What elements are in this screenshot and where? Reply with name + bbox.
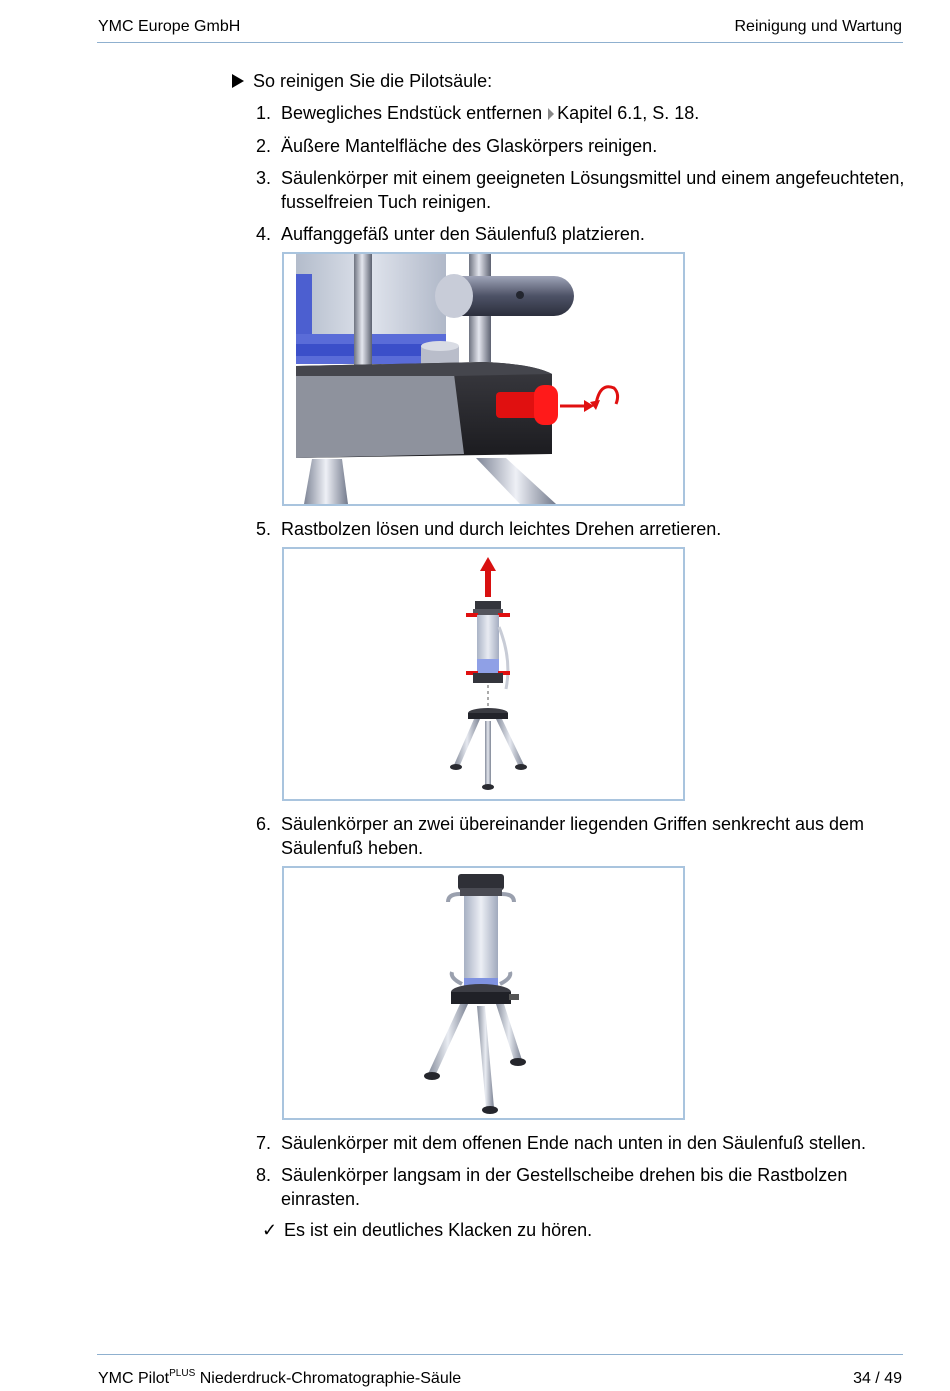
- header-divider: [97, 42, 903, 43]
- product-superscript: PLUS: [169, 1368, 196, 1379]
- figure-locking-bolt-closeup: [282, 252, 685, 506]
- step-number: 7.: [256, 1133, 272, 1153]
- procedure-intro-text: So reinigen Sie die Pilotsäule:: [253, 71, 493, 91]
- checkmark-icon: ✓: [262, 1220, 278, 1240]
- page-number: 34 / 49: [853, 1370, 902, 1387]
- step-text: Säulenkörper langsam in der Gestellschei…: [281, 1165, 848, 1209]
- header-company: YMC Europe GmbH: [98, 18, 241, 35]
- step-number: 1.: [256, 103, 272, 123]
- figure-column-in-stand: [282, 866, 685, 1120]
- triangle-bullet-icon: [232, 74, 244, 88]
- header-section-title: Reinigung und Wartung: [734, 18, 902, 35]
- footer-product-title: YMC PilotPLUS Niederdruck-Chromatographi…: [98, 1368, 462, 1387]
- step-text: Äußere Mantelfläche des Glaskörpers rein…: [281, 136, 658, 156]
- step-number: 2.: [256, 136, 272, 156]
- figure-column-lifted: [282, 547, 685, 801]
- step-number: 8.: [256, 1165, 272, 1185]
- result-line: ✓ Es ist ein deutliches Klacken zu hören.: [262, 1220, 592, 1241]
- step-text: Säulenkörper mit einem geeigneten Lösung…: [281, 168, 905, 212]
- result-text: Es ist ein deutliches Klacken zu hören.: [284, 1220, 593, 1240]
- step-number: 3.: [256, 168, 272, 188]
- column-lift-illustration: [450, 557, 527, 790]
- step-number: 6.: [256, 814, 272, 834]
- column-stand-illustration: [424, 874, 526, 1114]
- step-text: Rastbolzen lösen und durch leichtes Dreh…: [281, 519, 722, 539]
- locking-bolt-illustration: [296, 254, 620, 504]
- step-text: Auffanggefäß unter den Säulenfuß platzie…: [281, 224, 645, 244]
- cross-reference-link[interactable]: Kapitel 6.1, S. 18.: [557, 103, 700, 123]
- step-text: Säulenkörper an zwei übereinander liegen…: [281, 814, 865, 858]
- cross-reference-arrow-icon: [548, 108, 555, 120]
- procedure-intro: So reinigen Sie die Pilotsäule:: [232, 71, 492, 92]
- step-text: Säulenkörper mit dem offenen Ende nach u…: [281, 1133, 867, 1153]
- footer-divider: [97, 1354, 903, 1355]
- step-number: 4.: [256, 224, 272, 244]
- step-number: 5.: [256, 519, 272, 539]
